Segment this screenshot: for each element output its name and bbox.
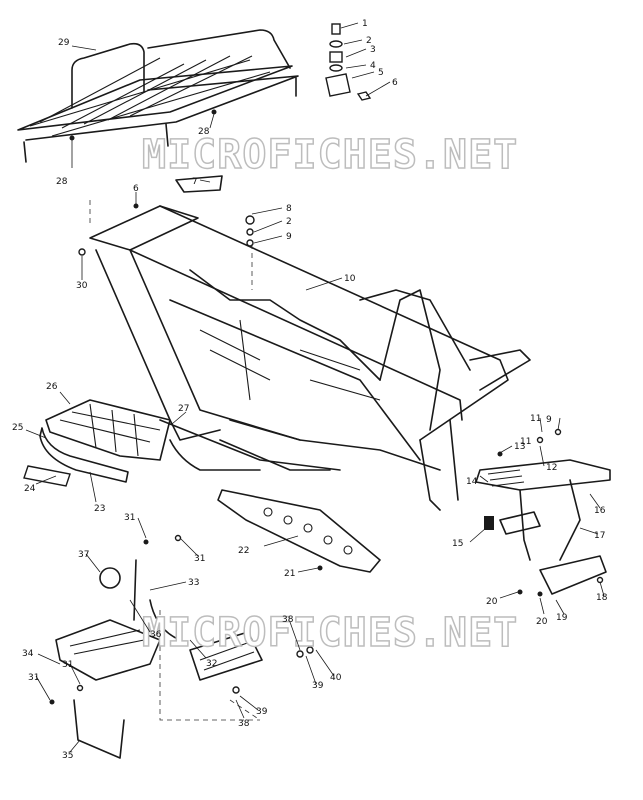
callout: 3 — [370, 45, 376, 55]
callout: 10 — [344, 274, 356, 284]
callout: 20 — [536, 617, 548, 627]
callout: 14 — [466, 477, 478, 487]
callout: 22 — [238, 546, 249, 556]
left-footrest — [55, 559, 263, 759]
callout: 16 — [594, 506, 606, 516]
watermark-bottom: MICROFICHES.NET — [142, 610, 518, 656]
callout: 38 — [238, 719, 250, 729]
callout: 7 — [192, 177, 198, 187]
callout: 31 — [124, 513, 135, 523]
hardware-stack — [325, 23, 372, 101]
callout: 6 — [392, 78, 398, 88]
callout: 32 — [206, 659, 217, 669]
callout-labels: 1 2 3 4 5 6 7 8 2 9 6 10 29 28 28 30 26 … — [12, 19, 608, 761]
callout: 15 — [452, 539, 463, 549]
callout: 25 — [12, 423, 23, 433]
callout: 37 — [78, 550, 89, 560]
fasteners — [49, 109, 604, 705]
right-footrest — [475, 459, 611, 595]
callout: 2 — [286, 217, 292, 227]
rear-rack — [17, 29, 299, 163]
callout: 29 — [58, 38, 70, 48]
callout: 21 — [284, 569, 295, 579]
callout: 6 — [133, 184, 139, 194]
callout: 39 — [312, 681, 324, 691]
callout: 20 — [486, 597, 498, 607]
callout: 26 — [46, 382, 58, 392]
callout: 13 — [514, 442, 525, 452]
callout: 30 — [76, 281, 88, 291]
callout: 40 — [330, 673, 342, 683]
callout: 31 — [62, 660, 73, 670]
callout: 36 — [150, 630, 162, 640]
front-rack — [23, 399, 171, 487]
leader-lines — [25, 22, 605, 753]
callout: 5 — [378, 68, 384, 78]
main-frame — [89, 205, 531, 511]
callout: 27 — [178, 404, 189, 414]
callout: 33 — [188, 578, 199, 588]
callout: 28 — [198, 127, 210, 137]
callout: 8 — [286, 204, 292, 214]
callout: 34 — [22, 649, 34, 659]
callout: 18 — [596, 593, 608, 603]
callout: 9 — [546, 415, 552, 425]
callout: 38 — [282, 615, 294, 625]
callout: 2 — [366, 36, 372, 46]
callout: 31 — [194, 554, 205, 564]
callout: 17 — [594, 531, 605, 541]
skid-plate — [217, 489, 381, 573]
callout: 23 — [94, 504, 105, 514]
callout: 4 — [370, 61, 376, 71]
callout: 12 — [546, 463, 557, 473]
callout: 11 — [520, 437, 531, 447]
callout: 28 — [56, 177, 68, 187]
callout: 39 — [256, 707, 268, 717]
callout: 24 — [24, 484, 36, 494]
callout: 35 — [62, 751, 73, 761]
alignment-lines — [89, 200, 261, 721]
callout: 19 — [556, 613, 568, 623]
callout: 31 — [28, 673, 39, 683]
callout: 1 — [362, 19, 368, 29]
callout: 9 — [286, 232, 292, 242]
callout: 11 — [530, 414, 541, 424]
watermark-top: MICROFICHES.NET — [142, 132, 518, 178]
